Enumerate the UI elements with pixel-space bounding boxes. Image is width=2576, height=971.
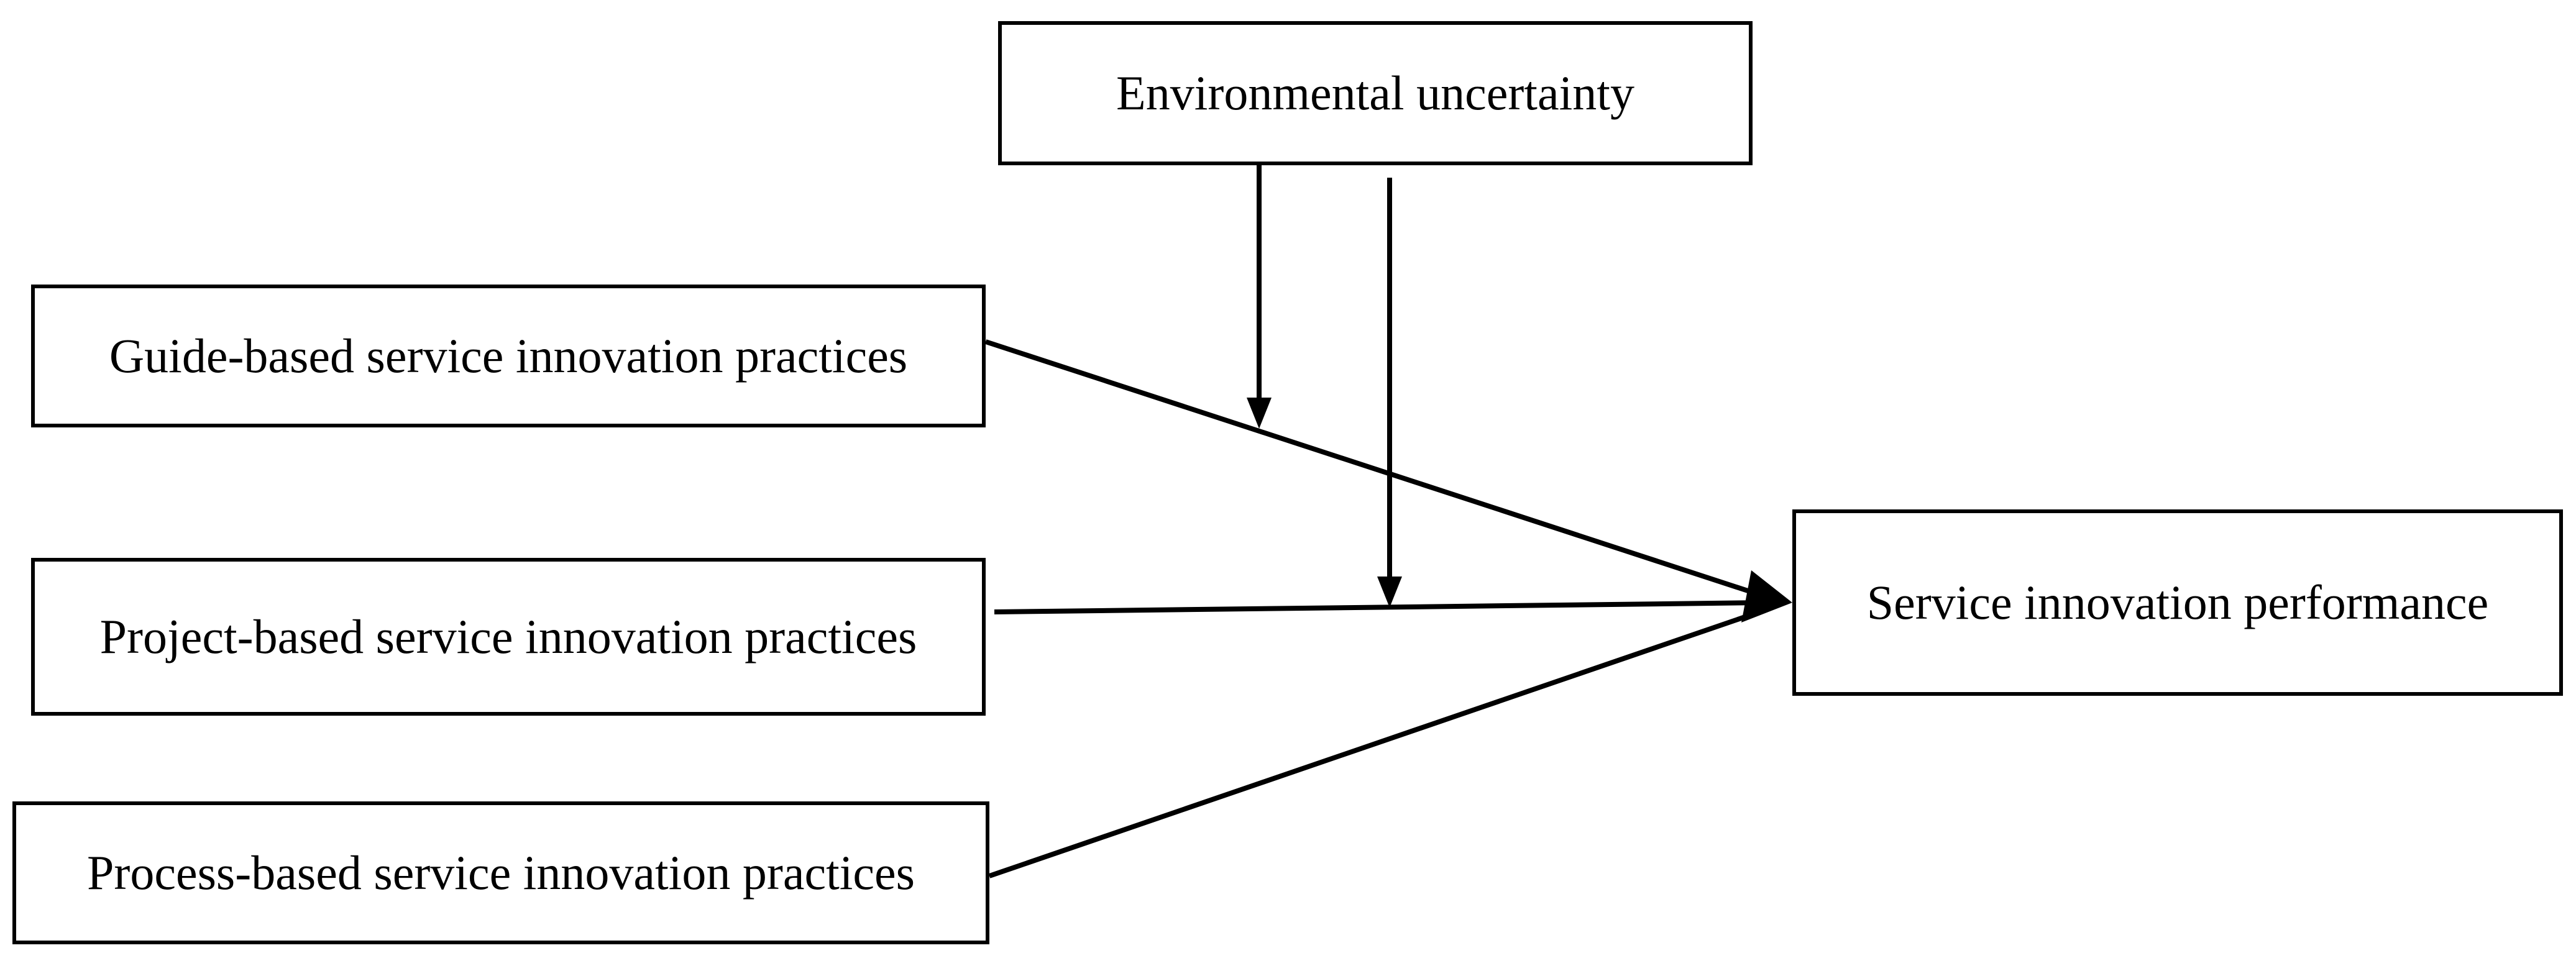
arrow-guide-to-performance	[984, 339, 1766, 599]
node-guide-based-practices: Guide-based service innovation practices	[31, 285, 986, 427]
arrow-project-to-performance	[994, 600, 1766, 614]
node-service-innovation-performance: Service innovation performance	[1792, 509, 2563, 696]
node-project-based-practices: Project-based service innovation practic…	[31, 558, 986, 716]
node-process-based-practices: Process-based service innovation practic…	[12, 801, 989, 944]
node-label: Process-based service innovation practic…	[86, 846, 915, 900]
node-label: Project-based service innovation practic…	[99, 609, 917, 663]
node-label: Service innovation performance	[1866, 575, 2489, 629]
arrowhead-env-project	[1377, 577, 1402, 608]
node-environmental-uncertainty: Environmental uncertainty	[998, 21, 1753, 165]
node-label: Guide-based service innovation practices	[109, 329, 908, 383]
arrowhead-guide	[1741, 570, 1792, 622]
node-label: Environmental uncertainty	[1116, 66, 1634, 120]
arrow-process-to-performance	[988, 608, 1766, 878]
arrowhead-env-guide	[1247, 398, 1272, 429]
